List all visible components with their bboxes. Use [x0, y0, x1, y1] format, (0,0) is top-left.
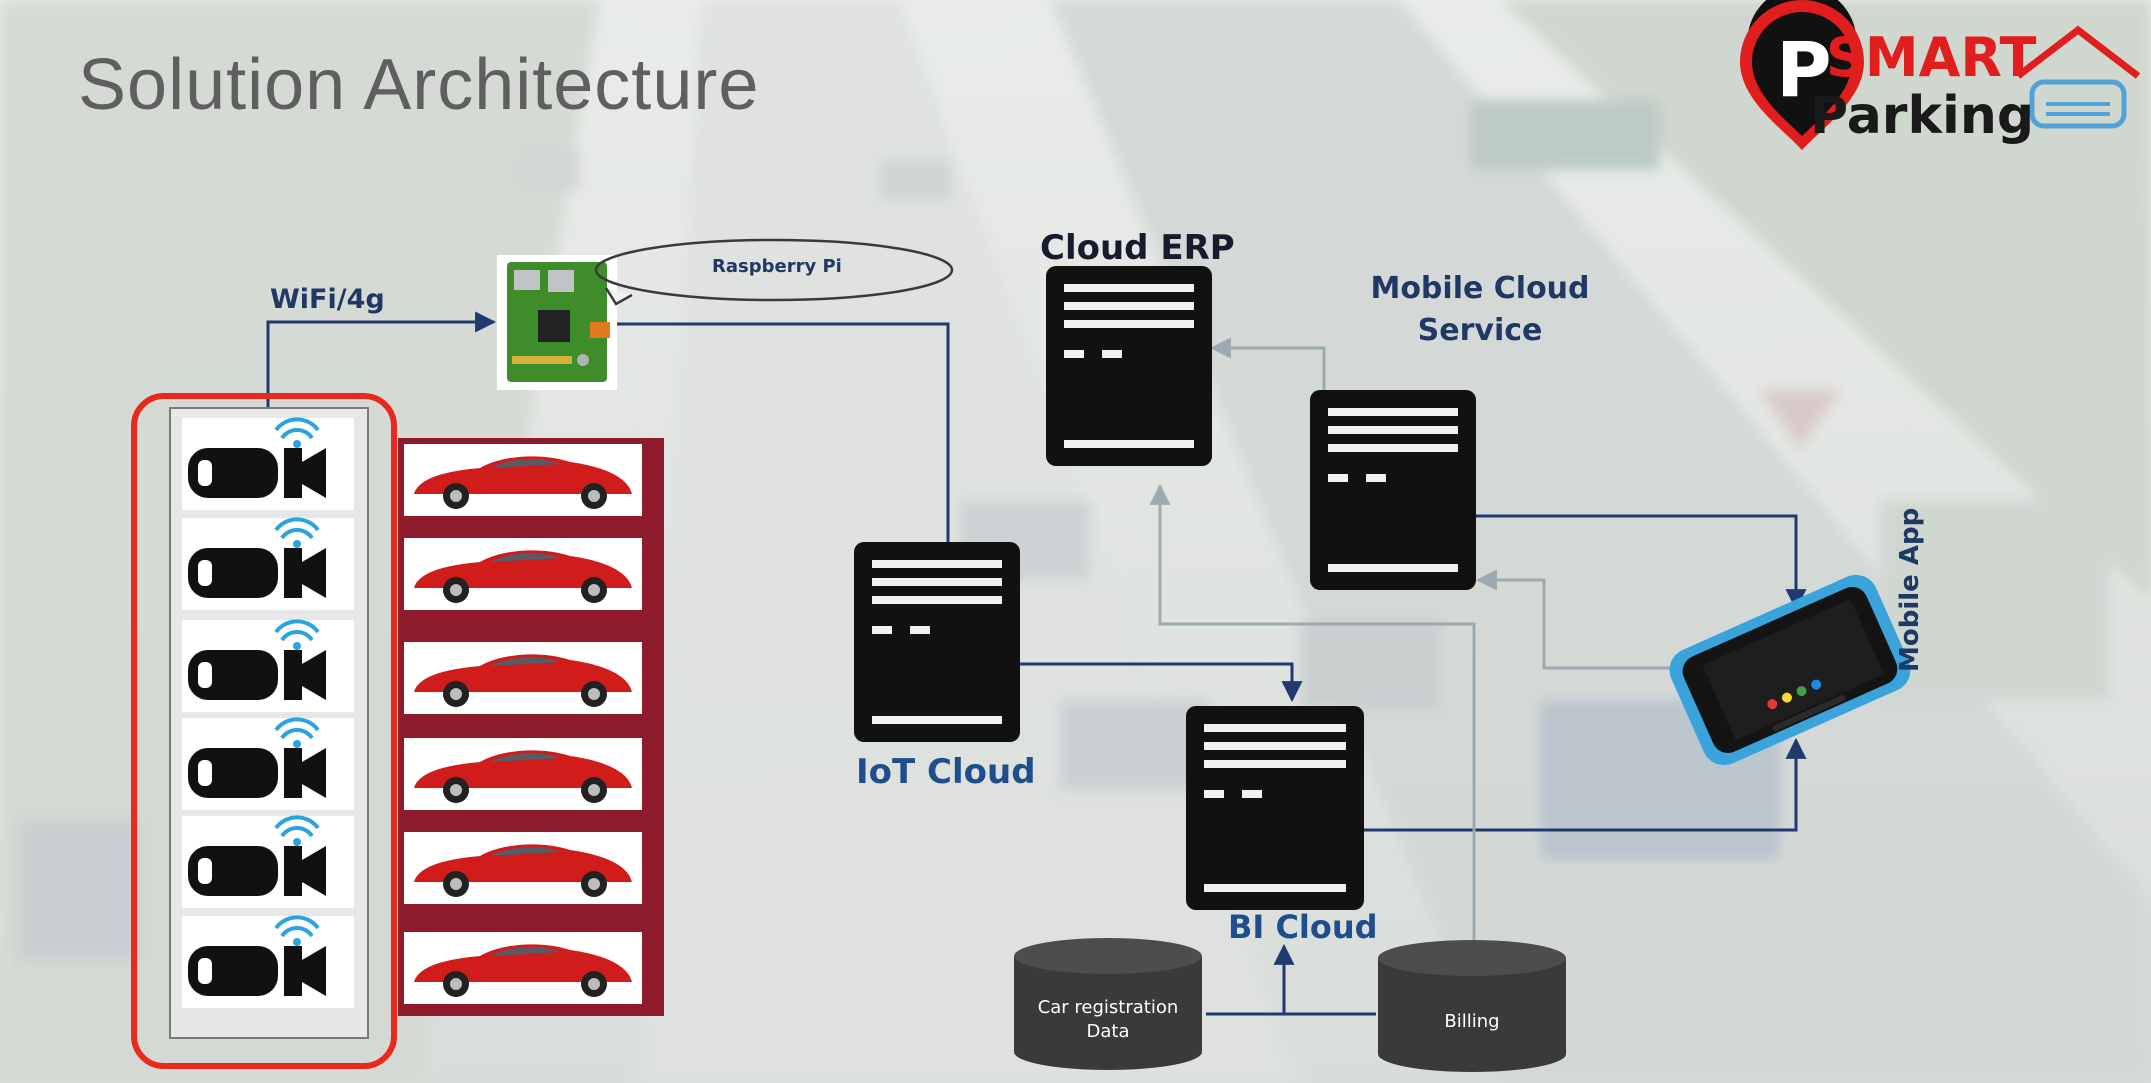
car-registration-line-1: Car registration — [1037, 997, 1179, 1018]
camera-icon — [182, 517, 354, 610]
camera-icon — [182, 417, 354, 510]
cloud-erp-label: Cloud ERP — [1040, 228, 1235, 268]
connector-billing-to-erp — [1149, 483, 1476, 958]
connector-mobilecloud-to-erp — [1209, 337, 1326, 390]
mobile-cloud-line-2: Service — [1417, 313, 1543, 348]
connector-iot-to-bi — [1020, 662, 1303, 703]
logo-parking-text: Parking — [1810, 86, 2035, 146]
logo-smart-text: SMART — [1826, 26, 2037, 89]
connector-app-to-mobilecloud — [1475, 569, 1692, 670]
red-car-icon — [404, 932, 642, 1004]
camera-group-frame — [131, 393, 397, 1069]
mobile-cloud-service-label: Mobile Cloud Service — [1370, 268, 1590, 352]
slide-title: Solution Architecture — [78, 45, 760, 125]
red-car-icon — [404, 738, 642, 810]
car-registration-database-icon — [1014, 938, 1202, 1070]
mobile-cloud-server-icon — [1310, 390, 1476, 590]
camera-icon — [182, 915, 354, 1008]
cloud-erp-server-icon — [1046, 266, 1212, 466]
red-car-icon — [404, 642, 642, 714]
billing-db-label: Billing — [1444, 1011, 1500, 1032]
raspberry-pi-label: Raspberry Pi — [712, 256, 842, 277]
raspberry-pi-callout — [594, 238, 954, 306]
iot-cloud-label: IoT Cloud — [856, 752, 1036, 792]
connector-rpi-to-iot — [612, 322, 959, 573]
car-panel-background — [398, 438, 664, 1016]
wifi-4g-label: WiFi/4g — [270, 284, 385, 315]
connector-db-to-bi — [1206, 943, 1376, 1016]
iot-cloud-server-icon — [854, 542, 1020, 742]
logo-car-house-icon — [2015, 25, 2141, 129]
car-registration-db-label: Car registration Data — [1014, 996, 1202, 1044]
red-car-icon — [404, 538, 642, 610]
connector-wifi-to-rpi — [266, 311, 497, 410]
parking-pin-icon: P — [1740, 0, 1864, 150]
mobile-app-label: Mobile App — [1895, 507, 1925, 672]
mobile-cloud-line-1: Mobile Cloud — [1370, 271, 1590, 306]
svg-text:P: P — [1776, 25, 1832, 114]
camera-icon — [182, 815, 354, 908]
camera-icon — [182, 619, 354, 712]
billing-database-icon — [1378, 940, 1566, 1072]
bi-cloud-server-icon — [1186, 706, 1364, 910]
smartphone-icon — [1669, 574, 1911, 766]
red-car-icon — [404, 444, 642, 516]
bi-cloud-label: BI Cloud — [1228, 908, 1378, 946]
raspberry-pi-board-icon — [497, 255, 617, 390]
connector-mobilecloud-to-app — [1476, 514, 1807, 611]
red-car-icon — [404, 832, 642, 904]
camera-icon — [182, 717, 354, 810]
car-registration-line-2: Data — [1086, 1021, 1130, 1042]
connector-bi-to-app — [1364, 737, 1807, 832]
